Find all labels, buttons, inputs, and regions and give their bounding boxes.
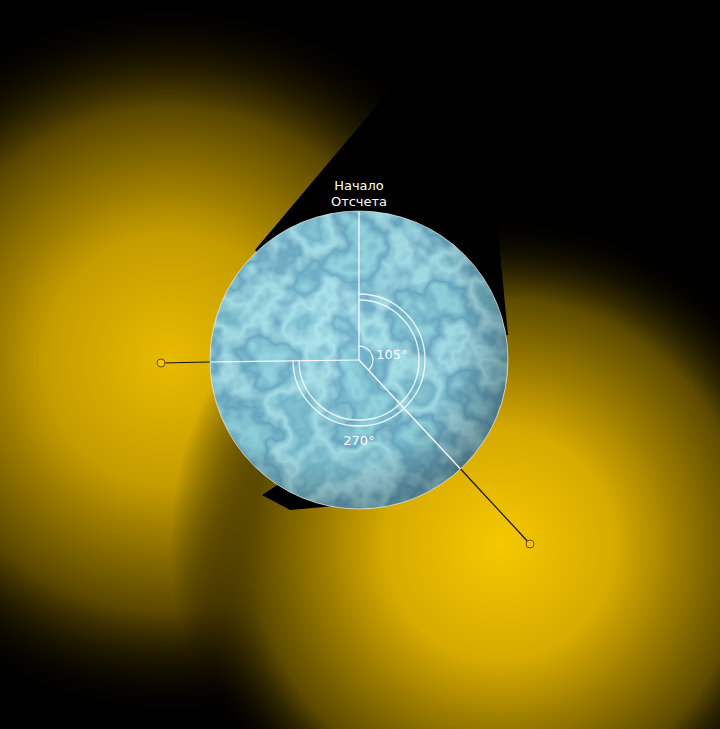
angle-label: 105° xyxy=(376,347,407,363)
reference-label: Начало Отсчета xyxy=(322,178,396,210)
angle-label: 270° xyxy=(343,433,374,449)
